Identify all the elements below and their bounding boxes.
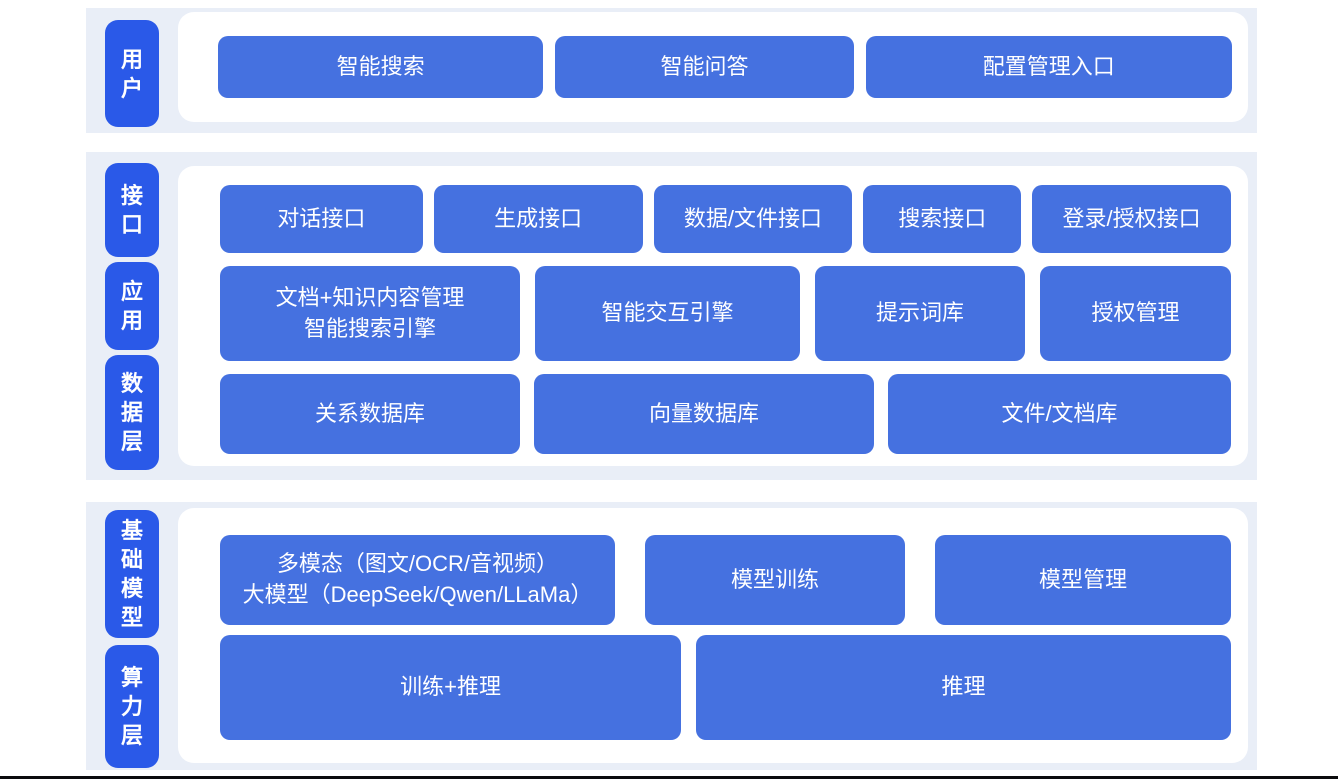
user-layer-band: 用户 智能搜索 智能问答 配置管理入口	[86, 8, 1257, 133]
data-layer-row: 关系数据库 向量数据库 文件/文档库	[220, 374, 1231, 454]
layer-label-interface-text: 接口	[120, 183, 143, 237]
bottom-band-gutter: 基础模型 算力层	[86, 502, 178, 770]
layer-label-user-text: 用户	[120, 46, 143, 101]
layer-label-interface: 接口	[105, 163, 159, 257]
node-doc-knowledge-search-engine: 文档+知识内容管理 智能搜索引擎	[220, 266, 520, 361]
node-multimodal-large-model: 多模态（图文/OCR/音视频） 大模型（DeepSeek/Qwen/LLaMa）	[220, 535, 615, 625]
middle-band-gutter: 接口 应用 数据层	[86, 152, 178, 480]
node-generation-api: 生成接口	[433, 185, 643, 253]
bottom-border-line	[0, 776, 1338, 779]
bottom-band-panel: 多模态（图文/OCR/音视频） 大模型（DeepSeek/Qwen/LLaMa）…	[178, 508, 1248, 763]
node-authorization-management: 授权管理	[1040, 266, 1231, 361]
node-file-document-library: 文件/文档库	[888, 374, 1231, 454]
node-data-file-api: 数据/文件接口	[653, 185, 853, 253]
node-inference: 推理	[696, 635, 1231, 740]
middle-band-panel: 对话接口 生成接口 数据/文件接口 搜索接口 登录/授权接口 文档+知识内容管理…	[178, 166, 1248, 466]
node-search-api: 搜索接口	[863, 185, 1022, 253]
node-relational-database: 关系数据库	[220, 374, 520, 454]
user-layer-panel: 智能搜索 智能问答 配置管理入口	[178, 12, 1248, 122]
layer-label-data-layer-text: 数据层	[120, 371, 143, 454]
layer-label-user: 用户	[105, 20, 159, 127]
interface-row: 对话接口 生成接口 数据/文件接口 搜索接口 登录/授权接口	[220, 185, 1232, 253]
foundation-model-compute-band: 基础模型 算力层 多模态（图文/OCR/音视频） 大模型（DeepSeek/Qw…	[86, 502, 1257, 770]
layer-label-compute-layer-text: 算力层	[120, 665, 143, 748]
compute-layer-row: 训练+推理 推理	[220, 635, 1231, 740]
application-row: 文档+知识内容管理 智能搜索引擎 智能交互引擎 提示词库 授权管理	[220, 266, 1231, 361]
node-prompt-library: 提示词库	[815, 266, 1025, 361]
layer-label-compute-layer: 算力层	[105, 645, 159, 768]
node-config-management-entry: 配置管理入口	[865, 36, 1232, 98]
layer-label-data-layer: 数据层	[105, 355, 159, 470]
node-model-management: 模型管理	[935, 535, 1231, 625]
interface-application-data-band: 接口 应用 数据层 对话接口 生成接口 数据/文件接口 搜索接口 登录/授权接口…	[86, 152, 1257, 480]
node-vector-database: 向量数据库	[534, 374, 874, 454]
user-layer-row: 智能搜索 智能问答 配置管理入口	[218, 36, 1232, 98]
layer-label-application-text: 应用	[120, 279, 143, 333]
node-dialog-api: 对话接口	[220, 185, 423, 253]
layer-label-foundation-model: 基础模型	[105, 510, 159, 638]
node-model-training: 模型训练	[645, 535, 905, 625]
node-smart-search: 智能搜索	[218, 36, 544, 98]
user-layer-gutter: 用户	[86, 8, 178, 133]
node-smart-qa: 智能问答	[555, 36, 854, 98]
node-smart-interaction-engine: 智能交互引擎	[535, 266, 800, 361]
layer-label-foundation-model-text: 基础模型	[120, 518, 143, 630]
layer-label-application: 应用	[105, 262, 159, 350]
node-training-plus-inference: 训练+推理	[220, 635, 682, 740]
foundation-model-row: 多模态（图文/OCR/音视频） 大模型（DeepSeek/Qwen/LLaMa）…	[220, 535, 1231, 625]
node-login-auth-api: 登录/授权接口	[1032, 185, 1232, 253]
